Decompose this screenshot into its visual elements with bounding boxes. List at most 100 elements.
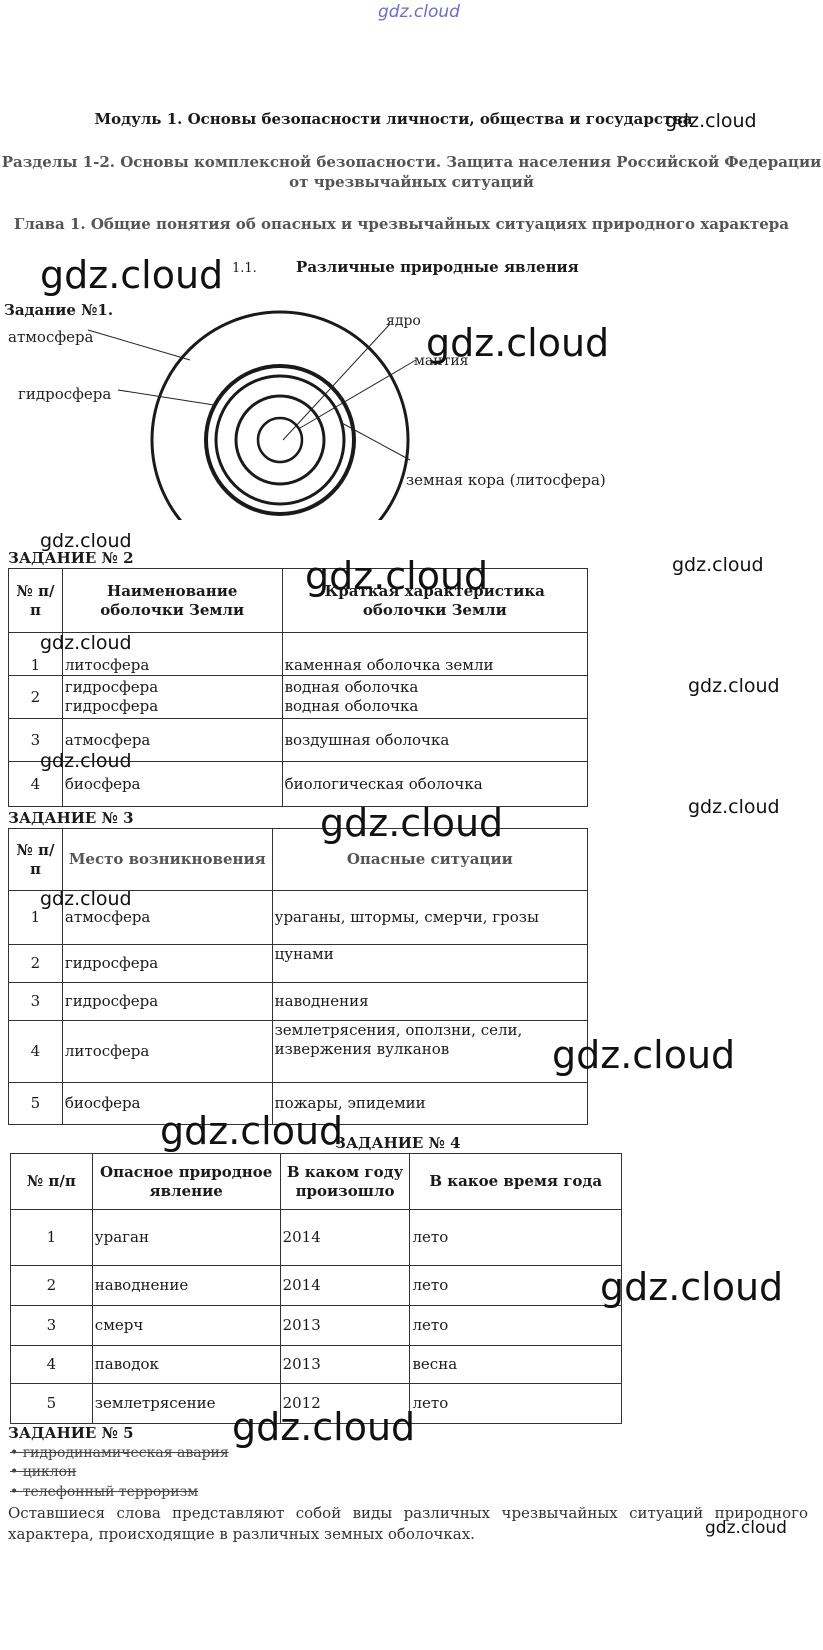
row-number: 4 (8, 1020, 63, 1083)
table-header-row: № п/п Наименование оболочки Земли Кратка… (8, 568, 589, 633)
hydrosphere-circle (204, 364, 356, 516)
col-header-danger: Опасные ситуации (271, 828, 589, 891)
watermark: gdz.cloud (40, 888, 132, 910)
watermark: gdz.cloud (426, 321, 610, 365)
origin-place: атмосфера (61, 890, 273, 945)
event-season: лето (409, 1265, 622, 1306)
mantle-circle (234, 394, 326, 486)
table-row: 3 атмосфера воздушная оболочка (8, 718, 589, 762)
table-row: 4 биосфера биологическая оболочка (8, 761, 589, 807)
origin-place: литосфера (61, 1020, 273, 1083)
struck-item: • циклон (10, 1464, 77, 1480)
col-header-year: В каком году произошло (279, 1153, 411, 1210)
shell-name-line1: гидросфера (64, 678, 159, 696)
row-number: 3 (8, 982, 63, 1021)
task5-title: ЗАДАНИЕ № 5 (8, 1424, 134, 1442)
task3-table: № п/п Место возникновения Опасные ситуац… (8, 828, 589, 1125)
event-year: 2014 (279, 1265, 411, 1306)
event-name: паводок (91, 1345, 281, 1384)
origin-place: гидросфера (61, 944, 273, 983)
mantle-pointer (299, 359, 417, 429)
col-header-shell-desc: Краткая характеристика оболочки Земли (281, 568, 589, 633)
event-season: лето (409, 1305, 622, 1346)
danger-situation: землетрясения, оползни, сели,извержения … (271, 1020, 589, 1083)
col-header-number: № п/п (8, 568, 63, 633)
row-number: 2 (10, 1265, 93, 1306)
col-header-number: № п/п (10, 1153, 93, 1210)
table-row: 1 атмосфера ураганы, штормы, смерчи, гро… (8, 890, 589, 945)
shell-name: атмосфера (61, 718, 283, 762)
danger-line1: землетрясения, оползни, сели, (274, 1021, 523, 1039)
watermark: gdz.cloud (40, 530, 132, 552)
table-row: 3 смерч 2013 лето (10, 1305, 622, 1346)
watermark: gdz.cloud (688, 796, 780, 818)
origin-place: биосфера (61, 1082, 273, 1125)
task3-title: ЗАДАНИЕ № 3 (8, 809, 134, 827)
col-header-shell-name: Наименование оболочки Земли (61, 568, 283, 633)
watermark: gdz.cloud (40, 632, 132, 654)
event-season: лето (409, 1383, 622, 1424)
watermark: gdz.cloud (40, 253, 224, 297)
event-name: ураган (91, 1209, 281, 1266)
event-year: 2012 (279, 1383, 411, 1424)
danger-situation: ураганы, штормы, смерчи, грозы (271, 890, 589, 945)
subsection-number: 1.1. (232, 261, 257, 276)
shell-desc-line2: водная оболочка (284, 697, 419, 715)
table-row: 4 литосфера землетрясения, оползни, сели… (8, 1020, 589, 1083)
danger-line2: извержения вулканов (274, 1040, 450, 1058)
event-season: лето (409, 1209, 622, 1266)
watermark: gdz.cloud (40, 750, 132, 772)
core-pointer (282, 323, 391, 441)
module-heading: Модуль 1. Основы безопасности личности, … (94, 110, 693, 128)
top-logo: gdz.cloud (378, 2, 460, 22)
task2-table: № п/п Наименование оболочки Земли Кратка… (8, 568, 589, 807)
task1-title: Задание №1. (4, 301, 114, 319)
col-header-season: В какое время года (409, 1153, 622, 1210)
task2-title: ЗАДАНИЕ № 2 (8, 549, 134, 567)
section-heading-line2: от чрезвычайных ситуаций (289, 173, 534, 191)
table-row: 3 гидросфера наводнения (8, 982, 589, 1021)
atmosphere-label: атмосфера (8, 328, 94, 346)
event-name: смерч (91, 1305, 281, 1346)
struck-item: • телефонный терроризм (10, 1484, 199, 1500)
col-header-place: Место возникновения (61, 828, 273, 891)
struck-item: • гидродинамическая авария (10, 1445, 229, 1461)
subsection-title: Различные природные явления (296, 258, 579, 276)
hydrosphere-pointer (117, 389, 215, 406)
crust-pointer (339, 421, 411, 461)
event-year: 2013 (279, 1345, 411, 1384)
table-row: 4 паводок 2013 весна (10, 1345, 622, 1384)
row-number: 3 (10, 1305, 93, 1346)
shell-desc-line1: водная оболочка (284, 678, 419, 696)
shell-name-line2: гидросфера (64, 697, 159, 715)
table-row: 2 гидросфера цунами (8, 944, 589, 983)
table-row: 2 наводнение 2014 лето (10, 1265, 622, 1306)
section-heading-line1: Разделы 1-2. Основы комплексной безопасн… (1, 153, 822, 171)
task5-paragraph: Оставшиеся слова представляют собой виды… (8, 1504, 808, 1543)
row-number: 4 (8, 761, 63, 807)
row-number: 1 (8, 890, 63, 945)
shell-desc: каменная оболочка земли (281, 632, 589, 676)
watermark: gdz.cloud (552, 1033, 736, 1077)
table-header-row: № п/п Опасное природное явление В каком … (10, 1153, 622, 1210)
danger-situation: пожары, эпидемии (271, 1082, 589, 1125)
table-row: 1 литосфера каменная оболочка земли (8, 632, 589, 676)
row-number: 5 (10, 1383, 93, 1424)
hydrosphere-label: гидросфера (18, 385, 111, 403)
watermark: gdz.cloud (305, 554, 489, 598)
table-row: 5 биосфера пожары, эпидемии (8, 1082, 589, 1125)
crust-circle (214, 374, 346, 506)
watermark: gdz.cloud (320, 801, 504, 845)
origin-place: гидросфера (61, 982, 273, 1021)
table-row: 5 землетрясение 2012 лето (10, 1383, 622, 1424)
shell-name: литосфера (61, 632, 283, 676)
watermark: gdz.cloud (665, 110, 757, 132)
col-header-number: № п/п (8, 828, 63, 891)
event-year: 2013 (279, 1305, 411, 1346)
shell-name: биосфера (61, 761, 283, 807)
row-number: 1 (10, 1209, 93, 1266)
event-season: весна (409, 1345, 622, 1384)
watermark: gdz.cloud (160, 1109, 344, 1153)
